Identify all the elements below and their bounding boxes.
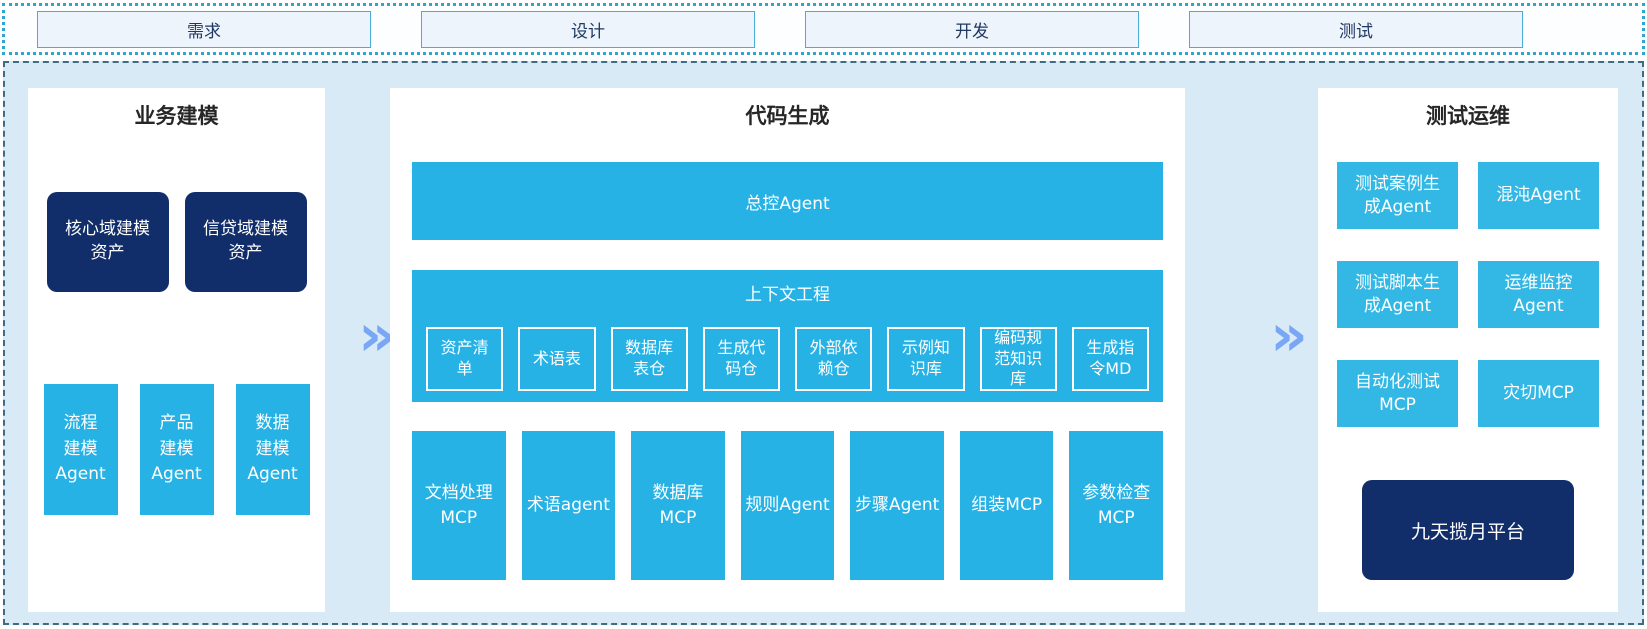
- business-modeling-title: 业务建模: [134, 104, 219, 128]
- generated-code-repo-box: 生成代 码仓: [702, 327, 780, 391]
- phase-box-development: 开发: [805, 10, 1139, 48]
- context-engineering-title: 上下文工程: [745, 285, 830, 305]
- rule-agent-box: 规则Agent: [740, 431, 835, 580]
- asset-list-box: 资产清 单: [426, 327, 504, 391]
- phase-box-requirements: 需求: [37, 10, 371, 48]
- mcp-agent-row: 文档处理 MCP 术语agent 数据库 MCP 规则Agent 步骤Agent…: [412, 431, 1164, 580]
- test-script-gen-agent-box: 测试脚本生 成Agent: [1337, 261, 1458, 328]
- code-generation-title: 代码生成: [745, 104, 830, 128]
- automated-test-mcp-box: 自动化测试 MCP: [1337, 360, 1458, 427]
- param-check-mcp-box: 参数检查 MCP: [1069, 431, 1164, 580]
- coding-standard-kb-box: 编码规 范知识 库: [979, 327, 1057, 391]
- terminology-agent-box: 术语agent: [521, 431, 616, 580]
- generated-instruction-md-box: 生成指 令MD: [1071, 327, 1149, 391]
- data-modeling-agent-box: 数据 建模 Agent: [235, 384, 310, 515]
- example-knowledge-base-box: 示例知 识库: [887, 327, 965, 391]
- assembly-mcp-box: 组装MCP: [959, 431, 1054, 580]
- asset-row: 核心域建模 资产 信贷域建模 资产: [28, 192, 325, 292]
- db-table-repo-box: 数据库 表仓: [610, 327, 688, 391]
- test-ops-title: 测试运维: [1426, 104, 1510, 128]
- doc-processing-mcp-box: 文档处理 MCP: [412, 431, 506, 580]
- credit-domain-asset-box: 信贷域建模 资产: [184, 192, 307, 292]
- business-modeling-panel: 业务建模 核心域建模 资产 信贷域建模 资产 流程 建模 Agent 产品 建模…: [28, 88, 325, 612]
- context-items-row: 资产清 单 术语表 数据库 表仓 生成代 码仓 外部依 赖仓 示例知 识库 编码…: [426, 327, 1149, 391]
- glossary-box: 术语表: [518, 327, 596, 391]
- main-container: 业务建模 核心域建模 资产 信贷域建模 资产 流程 建模 Agent 产品 建模…: [3, 61, 1644, 625]
- jiutian-lanyue-platform-box: 九天揽月平台: [1362, 480, 1574, 580]
- external-dependency-repo-box: 外部依 赖仓: [795, 327, 873, 391]
- ops-monitoring-agent-box: 运维监控 Agent: [1478, 261, 1599, 328]
- phase-box-design: 设计: [421, 10, 755, 48]
- chaos-agent-box: 混沌Agent: [1478, 162, 1599, 229]
- context-engineering-block: 上下文工程 资产清 单 术语表 数据库 表仓 生成代 码仓 外部依 赖仓 示例知…: [412, 270, 1163, 402]
- flow-arrow-icon: »: [358, 301, 396, 369]
- database-mcp-box: 数据库 MCP: [631, 431, 725, 580]
- product-modeling-agent-box: 产品 建模 Agent: [139, 384, 214, 515]
- disaster-switch-mcp-box: 灾切MCP: [1478, 360, 1599, 427]
- test-ops-panel: 测试运维 测试案例生 成Agent 混沌Agent 测试脚本生 成Agent 运…: [1318, 88, 1618, 612]
- master-agent-bar: 总控Agent: [412, 162, 1163, 240]
- phase-bar: 需求 设计 开发 测试: [2, 3, 1645, 55]
- code-generation-panel: 代码生成 总控Agent 上下文工程 资产清 单 术语表 数据库 表仓 生成代 …: [390, 88, 1185, 612]
- core-domain-asset-box: 核心域建模 资产: [46, 192, 169, 292]
- step-agent-box: 步骤Agent: [850, 431, 944, 580]
- test-case-gen-agent-box: 测试案例生 成Agent: [1337, 162, 1458, 229]
- flow-arrow-icon: »: [1270, 301, 1308, 369]
- phase-box-testing: 测试: [1189, 10, 1523, 48]
- process-modeling-agent-box: 流程 建模 Agent: [43, 384, 118, 515]
- modeling-agent-row: 流程 建模 Agent 产品 建模 Agent 数据 建模 Agent: [28, 384, 325, 515]
- test-ops-grid: 测试案例生 成Agent 混沌Agent 测试脚本生 成Agent 运维监控 A…: [1318, 162, 1618, 427]
